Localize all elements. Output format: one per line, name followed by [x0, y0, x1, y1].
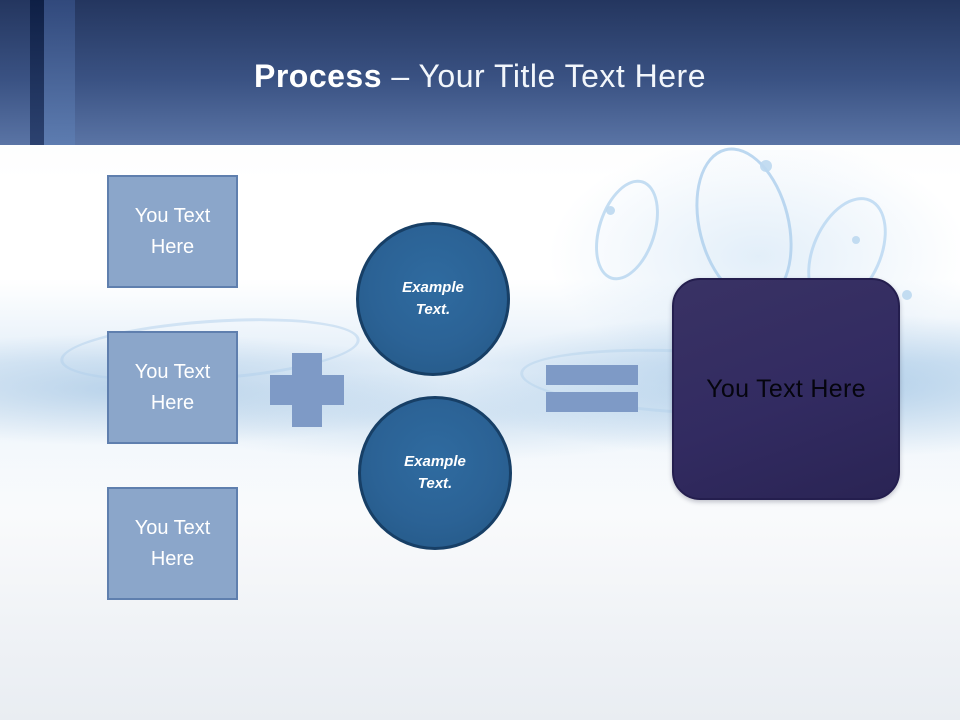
- slide-title-subtitle: – Your Title Text Here: [391, 58, 706, 94]
- equals-top-bar: [546, 365, 638, 385]
- example-circle-2: Example Text.: [358, 396, 512, 550]
- result-box: You Text Here: [672, 278, 900, 500]
- slide-header: Process – Your Title Text Here: [0, 0, 960, 145]
- header-accent-stripe-dark: [30, 0, 44, 145]
- example-circle-1-label: Example Text.: [402, 278, 464, 319]
- input-box-3: You Text Here: [107, 487, 238, 600]
- water-droplet-icon: [606, 206, 615, 215]
- equals-bottom-bar: [546, 392, 638, 412]
- plus-vertical-bar: [292, 353, 322, 427]
- slide-title: Process – Your Title Text Here: [0, 58, 960, 95]
- example-circle-1: Example Text.: [356, 222, 510, 376]
- input-box-2-label: You Text Here: [134, 360, 211, 414]
- equals-operator-icon: [546, 365, 638, 412]
- result-box-label: You Text Here: [706, 374, 866, 403]
- splash-arc-icon: [583, 171, 671, 289]
- water-droplet-icon: [852, 236, 860, 244]
- input-box-3-label: You Text Here: [134, 516, 211, 570]
- water-droplet-icon: [760, 160, 772, 172]
- plus-operator-icon: [270, 353, 344, 427]
- input-box-1: You Text Here: [107, 175, 238, 288]
- input-box-1-label: You Text Here: [134, 204, 211, 258]
- water-droplet-icon: [902, 290, 912, 300]
- input-box-2: You Text Here: [107, 331, 238, 444]
- header-accent-stripe-light: [44, 0, 75, 145]
- slide-title-keyword: Process: [253, 58, 383, 94]
- example-circle-2-label: Example Text.: [404, 452, 466, 493]
